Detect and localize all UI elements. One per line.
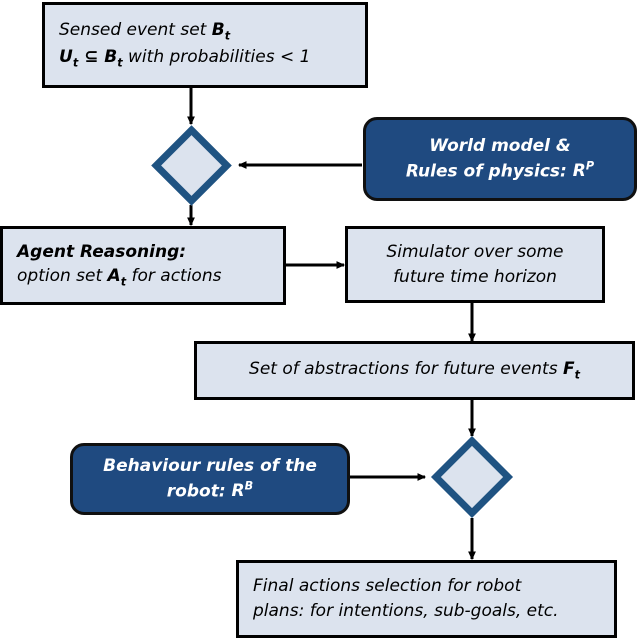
node-behaviour-rules[interactable]: Behaviour rules of the robot: RB [70, 443, 350, 515]
agent-reasoning-tail: for actions [126, 266, 222, 287]
node-world-model[interactable]: World model & Rules of physics: RP [363, 117, 637, 201]
sensed-events-tail: with probabilities < 1 [122, 47, 311, 67]
node-sensed-events[interactable]: Sensed event set Bt Ut ⊆ Bt with probabi… [42, 2, 368, 88]
subset-operator: ⊆ [78, 47, 105, 67]
symbol-RP: RP [572, 159, 595, 182]
agent-reasoning-line-2: option set At for actions [17, 266, 222, 289]
node-agent-reasoning[interactable]: Agent Reasoning: option set At for actio… [0, 226, 286, 305]
symbol-A: At [107, 266, 127, 289]
node-final-actions[interactable]: Final actions selection for robot plans:… [236, 560, 617, 638]
node-simulator[interactable]: Simulator over some future time horizon [345, 226, 605, 303]
node-abstractions[interactable]: Set of abstractions for future events Ft [194, 341, 635, 400]
sensed-events-line-2: Ut ⊆ Bt with probabilities < 1 [45, 45, 365, 72]
simulator-line-1: Simulator over some [386, 241, 564, 262]
simulator-line-2: future time horizon [393, 266, 557, 287]
abstractions-line-1: Set of abstractions for future events Ft [249, 359, 580, 382]
symbol-B2: Bt [104, 47, 123, 70]
final-actions-line-2: plans: for intentions, sub-goals, etc. [253, 601, 559, 621]
symbol-RB: RB [231, 479, 254, 502]
behaviour-rules-line-1: Behaviour rules of the [103, 456, 317, 477]
symbol-B: Bt [211, 20, 231, 43]
behaviour-rules-line-2: robot: RB [166, 479, 254, 502]
sensed-events-line-1: Sensed event set Bt [59, 20, 231, 43]
world-model-line-2: Rules of physics: RP [405, 159, 595, 182]
symbol-U: Ut [59, 47, 79, 70]
world-model-line-1: World model & [429, 136, 571, 157]
agent-reasoning-line-1: Agent Reasoning: [17, 241, 187, 262]
symbol-F: Ft [562, 359, 580, 382]
final-actions-line-1: Final actions selection for robot [253, 576, 522, 597]
